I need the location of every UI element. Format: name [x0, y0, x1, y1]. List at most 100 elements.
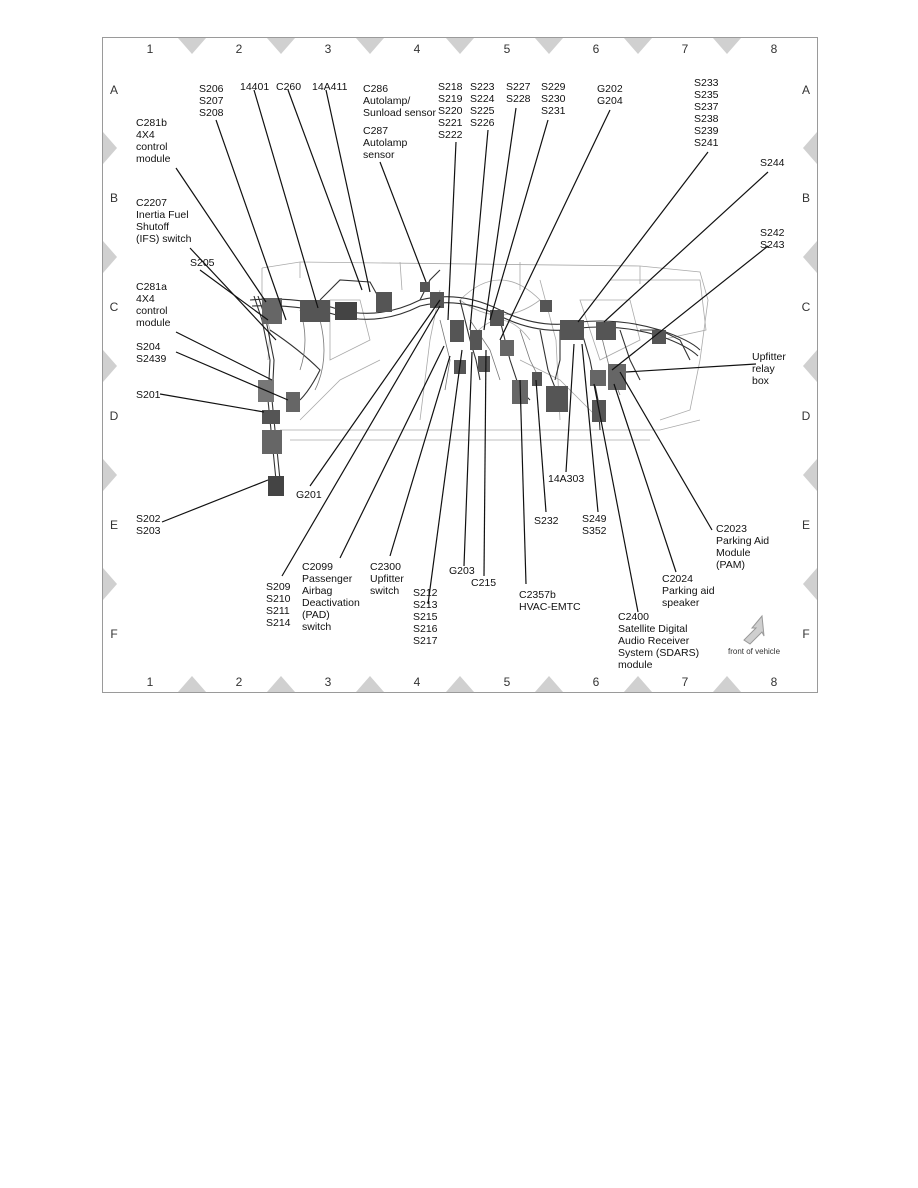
- callout-line: control: [136, 305, 168, 317]
- grid-column-label: 3: [325, 42, 332, 56]
- callout-line: S217: [413, 635, 438, 647]
- callout-line: (PAM): [716, 559, 745, 571]
- grid-divider-marker: [803, 132, 817, 164]
- callout-line: sensor: [363, 149, 395, 161]
- callout-leader-lines: [159, 89, 769, 613]
- callout-line: S225: [470, 105, 495, 117]
- callout-line: S222: [438, 129, 463, 141]
- callout-s212: S212 S213 S215 S216 S217: [413, 587, 438, 647]
- callout-line: C260: [276, 81, 301, 93]
- callout-line: Autolamp: [363, 137, 408, 149]
- callout-14401: 14401: [240, 81, 269, 93]
- grid-column-label: 4: [414, 675, 421, 689]
- callout-14a411: 14A411: [312, 81, 348, 93]
- callout-line: C287: [363, 125, 388, 137]
- callout-line: S206: [199, 83, 224, 95]
- callout-line: box: [752, 375, 770, 387]
- front-of-vehicle-indicator: front of vehicle: [728, 614, 781, 656]
- callout-line: S212: [413, 587, 438, 599]
- callout-s204: S204 S2439: [136, 341, 167, 365]
- grid-column-label: 3: [325, 675, 332, 689]
- callout-line: S233: [694, 77, 719, 89]
- grid-row-label: B: [110, 191, 118, 205]
- callout-s242: S242 S243: [760, 227, 785, 251]
- callout-line: Autolamp/: [363, 95, 410, 107]
- grid-divider-marker: [356, 38, 384, 54]
- callout-s232: S232: [534, 515, 559, 527]
- callout-labels: C281b 4X4 control module C2207 Inertia F…: [136, 77, 786, 671]
- callout-s202: S202 S203: [136, 513, 161, 537]
- callout-line: S228: [506, 93, 531, 105]
- callout-c2023: C2023 Parking Aid Module (PAM): [716, 523, 769, 571]
- callout-line: S215: [413, 611, 438, 623]
- callout-line: S239: [694, 125, 719, 137]
- grid-row-label: A: [110, 83, 118, 97]
- grid-column-label: 6: [593, 42, 600, 56]
- grid-row-label: C: [802, 300, 811, 314]
- callout-line: C2357b: [519, 589, 556, 601]
- grid-column-label: 6: [593, 675, 600, 689]
- callout-line: S202: [136, 513, 161, 525]
- grid-divider-marker: [103, 132, 117, 164]
- callout-line: S227: [506, 81, 531, 93]
- callout-line: C286: [363, 83, 388, 95]
- callout-line: module: [136, 317, 171, 329]
- callout-line: G201: [296, 489, 322, 501]
- grid-divider-marker: [803, 241, 817, 273]
- callout-line: C2400: [618, 611, 649, 623]
- callout-line: S219: [438, 93, 463, 105]
- callout-c287: C287 Autolamp sensor: [363, 125, 408, 161]
- callout-line: S232: [534, 515, 559, 527]
- instrument-panel-harness-illustration: [249, 261, 709, 496]
- callout-line: Shutoff: [136, 221, 169, 233]
- grid-divider-marker: [446, 676, 474, 692]
- grid-divider-marker: [178, 676, 206, 692]
- callout-line: Deactivation: [302, 597, 360, 609]
- callout-line: Parking Aid: [716, 535, 769, 547]
- grid-row-label: E: [802, 518, 810, 532]
- grid-column-label: 5: [504, 675, 511, 689]
- callout-line: S207: [199, 95, 224, 107]
- callout-line: module: [618, 659, 653, 671]
- grid-column-label: 7: [682, 675, 689, 689]
- callout-s218: S218 S219 S220 S221 S222: [438, 81, 463, 141]
- grid-divider-marker: [103, 568, 117, 600]
- callout-line: 4X4: [136, 293, 155, 305]
- callout-line: S201: [136, 389, 161, 401]
- callout-line: S211: [266, 605, 290, 617]
- callout-line: HVAC-EMTC: [519, 601, 581, 613]
- grid-divider-marker: [103, 459, 117, 491]
- callout-line: S214: [266, 617, 291, 629]
- callout-line: S210: [266, 593, 291, 605]
- callout-c286: C286 Autolamp/ Sunload sensor: [363, 83, 436, 119]
- grid-column-label: 4: [414, 42, 421, 56]
- callout-line: S203: [136, 525, 161, 537]
- callout-line: S213: [413, 599, 438, 611]
- callout-line: Upfitter: [752, 351, 786, 363]
- callout-line: S237: [694, 101, 719, 113]
- callout-line: 4X4: [136, 129, 155, 141]
- grid-divider-marker: [535, 676, 563, 692]
- grid-row-markers: A B C D E F A B C D E F: [103, 83, 817, 641]
- callout-line: S352: [582, 525, 607, 537]
- callout-s229: S229 S230 S231: [541, 81, 566, 117]
- callout-line: C281b: [136, 117, 167, 129]
- callout-s223: S223 S224 S225 S226: [470, 81, 495, 129]
- grid-divider-marker: [446, 38, 474, 54]
- callout-g203: G203: [449, 565, 475, 577]
- grid-column-label: 2: [236, 42, 243, 56]
- callout-s244: S244: [760, 157, 785, 169]
- grid-divider-marker: [713, 38, 741, 54]
- callout-line: module: [136, 153, 171, 165]
- grid-column-label: 8: [771, 42, 778, 56]
- callout-line: C2024: [662, 573, 693, 585]
- callout-line: switch: [370, 585, 399, 597]
- callout-line: S238: [694, 113, 719, 125]
- grid-divider-marker: [713, 676, 741, 692]
- grid-column-label: 1: [147, 42, 154, 56]
- callout-line: S241: [694, 137, 719, 149]
- grid-row-label: A: [802, 83, 810, 97]
- callout-s227: S227 S228: [506, 81, 531, 105]
- callout-c2357b: C2357b HVAC-EMTC: [519, 589, 581, 613]
